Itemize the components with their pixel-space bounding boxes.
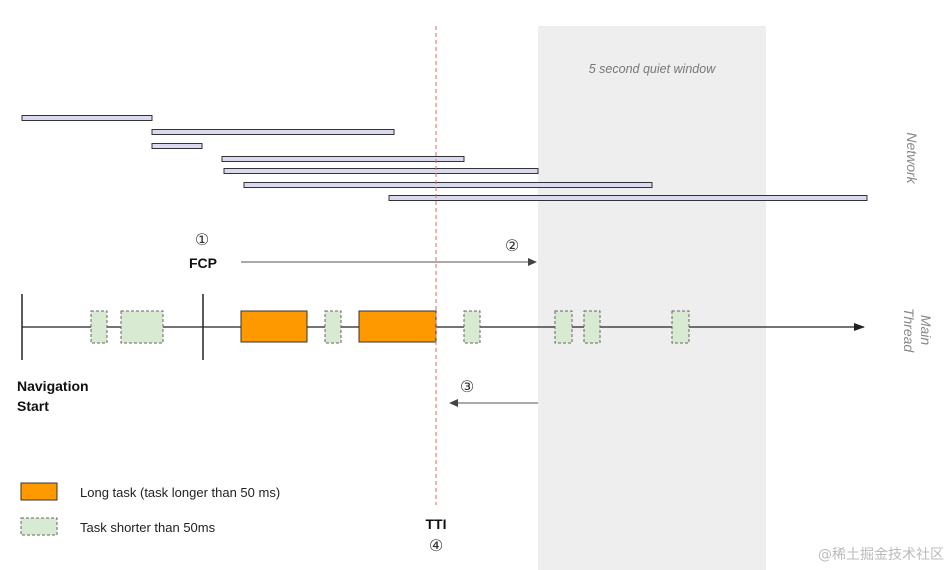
- fcp-label: FCP: [189, 255, 217, 271]
- short-task: [120, 310, 164, 344]
- network-bar: [151, 143, 203, 149]
- navigation-start-label-line1: Navigation: [17, 378, 89, 394]
- watermark: @稀土掘金技术社区: [818, 547, 944, 563]
- main-thread-label-line2: Thread: [901, 308, 917, 354]
- network-bar: [221, 156, 465, 162]
- quiet-window-label: 5 second quiet window: [589, 62, 716, 76]
- network-bar: [243, 182, 653, 188]
- navigation-start-label-line2: Start: [17, 398, 49, 414]
- tti-label: TTI: [426, 516, 447, 532]
- network-bar: [151, 129, 395, 135]
- long-task: [240, 310, 308, 343]
- long-task: [358, 310, 437, 343]
- short-task: [90, 310, 108, 344]
- short-tasks: [90, 310, 690, 344]
- step-four-marker: ④: [429, 536, 443, 555]
- long-tasks: [240, 310, 437, 343]
- legend-short-task-label: Task shorter than 50ms: [80, 520, 216, 535]
- network-bar: [388, 195, 868, 201]
- step-two-marker: ②: [505, 236, 519, 255]
- short-task: [554, 310, 573, 344]
- short-task: [583, 310, 601, 344]
- network-bar: [21, 115, 153, 121]
- step-one-marker: ①: [195, 230, 209, 249]
- short-task: [671, 310, 690, 344]
- quiet-window-area: [538, 26, 766, 570]
- network-bar: [223, 168, 539, 174]
- legend-long-task-swatch: [20, 482, 58, 501]
- main-thread-label-line1: Main: [918, 315, 934, 346]
- legend-long-task-label: Long task (task longer than 50 ms): [80, 485, 280, 500]
- network-bars: [21, 115, 868, 201]
- legend-short-task-swatch: [20, 517, 58, 536]
- short-task: [324, 310, 342, 344]
- step-three-marker: ③: [460, 377, 474, 396]
- short-task: [463, 310, 481, 344]
- network-label: Network: [904, 132, 920, 184]
